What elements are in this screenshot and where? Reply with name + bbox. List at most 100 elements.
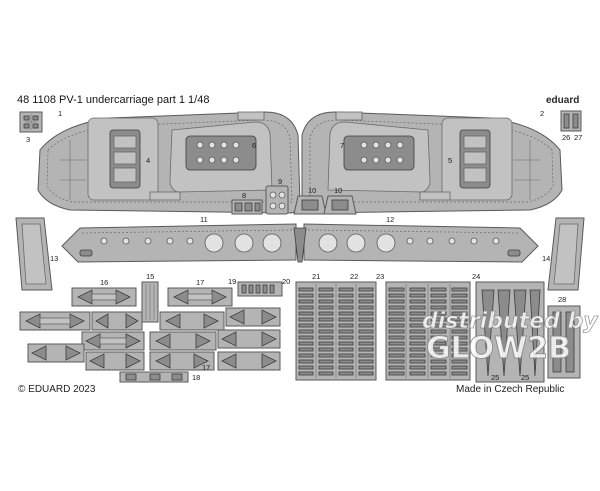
- strip-rung: [409, 293, 426, 298]
- strip-rung: [409, 347, 426, 352]
- strip-rung: [358, 323, 374, 328]
- part-17-set: [149, 287, 281, 371]
- strip-rung: [430, 323, 447, 328]
- strip-rung: [298, 311, 314, 316]
- part-28: [547, 305, 581, 379]
- strip-rung: [409, 329, 426, 334]
- strip-rung: [430, 317, 447, 322]
- strip-rung: [338, 347, 354, 352]
- label-11: 11: [200, 215, 208, 224]
- label-21: 21: [312, 272, 320, 281]
- strip-rung: [338, 335, 354, 340]
- label-10-right: 10: [334, 186, 342, 195]
- label-9: 9: [278, 177, 282, 186]
- strip-rung: [318, 353, 334, 358]
- label-26: 26: [562, 133, 570, 142]
- strip-rung: [388, 341, 405, 346]
- label-16: 16: [100, 278, 108, 287]
- label-3: 3: [26, 135, 30, 144]
- strip-rung: [430, 287, 447, 292]
- part-10-right: [323, 195, 357, 215]
- label-12: 12: [386, 215, 394, 224]
- strip-rung: [451, 371, 468, 376]
- strip-rung: [451, 317, 468, 322]
- strip-rung: [298, 353, 314, 358]
- label-23: 23: [376, 272, 384, 281]
- label-4: 4: [146, 156, 150, 165]
- part-3: [19, 111, 43, 133]
- label-1: 1: [58, 109, 62, 118]
- strip-rung: [338, 329, 354, 334]
- part-9: [265, 185, 289, 215]
- label-17-top: 17: [196, 278, 204, 287]
- strip-rung: [338, 359, 354, 364]
- strip-rung: [338, 299, 354, 304]
- strip-rung: [430, 293, 447, 298]
- strip-rung: [388, 287, 405, 292]
- strip-rung: [388, 347, 405, 352]
- label-8: 8: [242, 191, 246, 200]
- label-14: 14: [542, 254, 550, 263]
- strip-rung: [451, 287, 468, 292]
- strip-rung: [358, 335, 374, 340]
- watermark-glow2b: GLOW2B: [426, 331, 571, 366]
- label-19: 19: [228, 277, 236, 286]
- strip-rung: [409, 323, 426, 328]
- strip-rung: [298, 365, 314, 370]
- strip-rung: [318, 341, 334, 346]
- strip-rung: [388, 359, 405, 364]
- strip-rung: [451, 305, 468, 310]
- watermark-distributed-by: distributed by: [422, 309, 599, 334]
- strip-rung: [338, 293, 354, 298]
- part-18: [119, 371, 189, 383]
- strip-rung: [409, 317, 426, 322]
- part-13: [15, 217, 53, 291]
- label-7: 7: [340, 141, 344, 150]
- part-14: [547, 217, 585, 291]
- strip-rung: [451, 311, 468, 316]
- strip-rung: [338, 365, 354, 370]
- part-12-strip: [303, 223, 539, 263]
- strip-rung: [338, 317, 354, 322]
- strip-rung: [318, 305, 334, 310]
- strip-rung: [338, 323, 354, 328]
- strip-rung: [430, 335, 447, 340]
- strip-rung: [358, 311, 374, 316]
- strip-rung: [298, 359, 314, 364]
- strip-rung: [409, 335, 426, 340]
- strip-rung: [451, 335, 468, 340]
- strip-rung: [358, 365, 374, 370]
- strip-rung: [318, 359, 334, 364]
- fret-title: 48 1108 PV-1 undercarriage part 1 1/48: [17, 94, 209, 106]
- strip-rung: [409, 287, 426, 292]
- strip-rung: [318, 311, 334, 316]
- strip-rung: [338, 305, 354, 310]
- strip-rung: [298, 329, 314, 334]
- label-25-right: 25: [521, 373, 529, 382]
- strip-rung: [358, 347, 374, 352]
- strip-rung: [409, 305, 426, 310]
- strip-rung: [451, 365, 468, 370]
- label-10-left: 10: [308, 186, 316, 195]
- strip-rung: [318, 365, 334, 370]
- strip-rung: [388, 353, 405, 358]
- strip-rung: [388, 371, 405, 376]
- strip-rung: [358, 305, 374, 310]
- label-20: 20: [282, 277, 290, 286]
- strip-rung: [430, 341, 447, 346]
- part-16-set: [19, 287, 145, 371]
- copyright-text: © EDUARD 2023: [18, 384, 96, 395]
- strip-rung: [388, 299, 405, 304]
- strip-rung: [298, 293, 314, 298]
- strip-rung: [388, 329, 405, 334]
- strip-rung: [409, 353, 426, 358]
- strip-rung: [298, 317, 314, 322]
- strip-rung: [358, 329, 374, 334]
- strip-rung: [430, 311, 447, 316]
- strip-rung: [409, 311, 426, 316]
- label-28: 28: [558, 295, 566, 304]
- strip-rung: [451, 341, 468, 346]
- label-2: 2: [540, 109, 544, 118]
- label-5: 5: [448, 156, 452, 165]
